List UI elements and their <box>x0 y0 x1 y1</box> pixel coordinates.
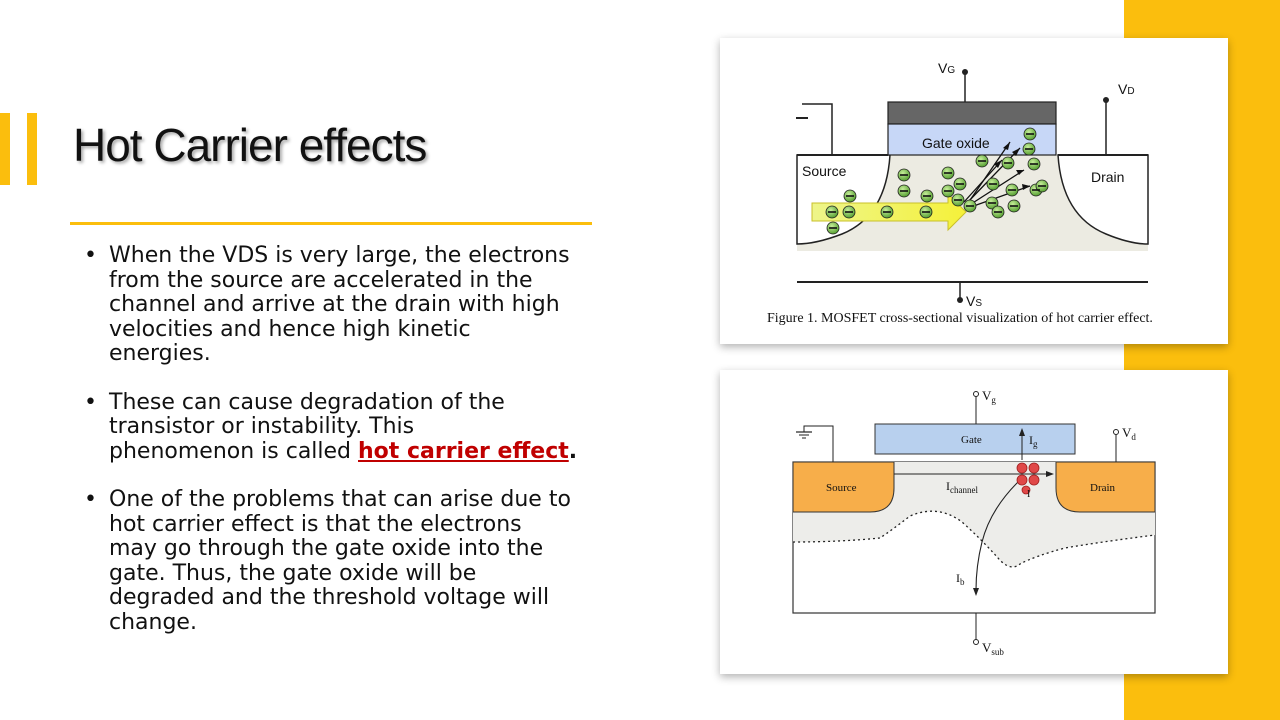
ichannel-label: Ichannel <box>946 479 978 495</box>
highlighted-term: hot carrier effect <box>358 438 569 464</box>
figure-1-caption: Figure 1. MOSFET cross-sectional visuali… <box>767 311 1153 326</box>
bullet-3-line-6: change. <box>109 609 197 635</box>
mosfet-hot-carrier-diagram: Gate oxide VG VD VS Source Drain <box>767 60 1153 326</box>
gate-electrode <box>874 423 1076 455</box>
gate-electrode <box>887 101 1057 125</box>
vsub-label: Vsub <box>982 640 1004 657</box>
figure-1-card: Gate oxide VG VD VS Source Drain <box>720 38 1228 344</box>
bullet-item-2: • These can cause degradation of the tra… <box>84 389 624 465</box>
figure-2-card: Source Drain Gate Vg Vd Vsub Ichannel Ig… <box>720 370 1228 674</box>
title-accent-mark-right <box>27 113 37 185</box>
bullet-1-line-1: When the VDS is very large, the electron… <box>109 243 570 268</box>
bullet-item-1: • When the VDS is very large, the electr… <box>84 243 624 367</box>
bullet-dot: • <box>84 389 97 415</box>
bullet-2-line-3: phenomenon is called <box>109 438 359 464</box>
bullet-3-line-2: hot carrier effect is that the electrons <box>109 511 522 537</box>
bullet-1-line-5: energies. <box>109 341 211 366</box>
source-region <box>796 154 891 245</box>
vg-label: Vg <box>982 388 996 405</box>
vg-label: VG <box>938 60 955 76</box>
gate-oxide-label: Gate oxide <box>922 135 990 151</box>
vd-label: VD <box>1118 81 1135 97</box>
bullet-2-line-1: These can cause degradation of the <box>109 389 505 415</box>
hot-carrier-icons <box>1016 462 1040 495</box>
drain-label: Drain <box>1091 169 1124 185</box>
source-label: Source <box>802 163 847 179</box>
ib-label: Ib <box>956 571 965 587</box>
gate-label: Gate <box>961 434 982 446</box>
electron-icons <box>825 127 1049 235</box>
slide-title: Hot Carrier effects <box>73 119 427 171</box>
bullet-2-line-2: transistor or instability. This <box>109 414 415 439</box>
drain-region <box>1057 154 1149 245</box>
bullet-dot: • <box>84 487 97 512</box>
bullet-list: • When the VDS is very large, the electr… <box>84 243 624 659</box>
bullet-1-line-2: from the source are accelerated in the <box>109 267 533 293</box>
mosfet-currents-diagram: Source Drain Gate Vg Vd Vsub Ichannel Ig… <box>792 388 1156 657</box>
bulk-current-path <box>975 481 1019 591</box>
drain-region <box>1055 461 1156 513</box>
scatter-arrowheads <box>994 142 1030 190</box>
bullet-1-line-4: velocities and hence high kinetic <box>109 316 471 342</box>
bullet-3-line-4: gate. Thus, the gate oxide will be <box>109 560 477 586</box>
bullet-item-3: • One of the problems that can arise due… <box>84 487 624 635</box>
bullet-2-period: . <box>568 438 578 464</box>
bullet-3-line-3: may go through the gate oxide into the <box>109 536 544 561</box>
vd-label: Vd <box>1122 425 1136 442</box>
bullet-3-line-5: degraded and the threshold voltage will <box>109 585 550 610</box>
bullet-dot: • <box>84 243 97 268</box>
bullet-3-line-1: One of the problems that can arise due t… <box>109 487 571 512</box>
drain-label: Drain <box>1090 482 1116 494</box>
ii-label: I <box>1027 489 1030 500</box>
bullet-1-line-3: channel and arrive at the drain with hig… <box>109 292 560 317</box>
source-label: Source <box>826 482 857 494</box>
title-accent-mark-left <box>0 113 10 185</box>
source-region <box>792 461 895 513</box>
vs-label: VS <box>966 293 982 309</box>
ig-label: Ig <box>1029 433 1038 449</box>
depletion-boundary <box>792 510 1156 568</box>
title-underline <box>70 222 592 225</box>
